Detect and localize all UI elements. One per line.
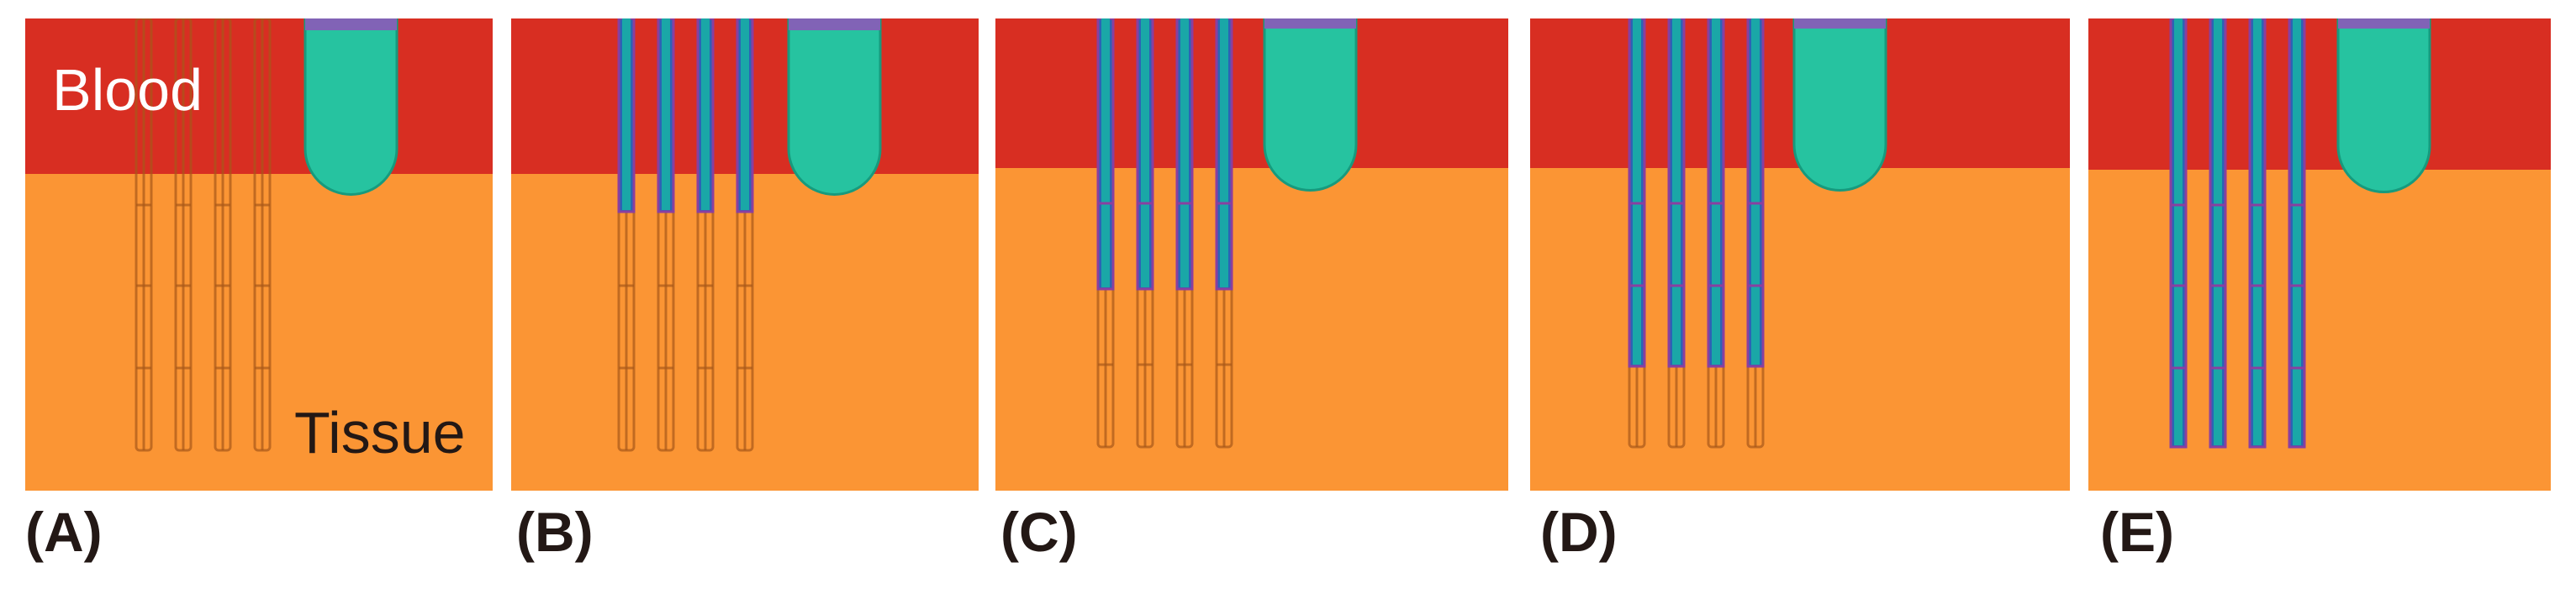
needle-fill [2169, 18, 2306, 449]
needle-3 [214, 18, 232, 452]
tissue-region [2088, 170, 2551, 491]
tissue-region [1530, 168, 2070, 491]
reservoir [304, 18, 399, 196]
needle-fill [1096, 18, 1233, 291]
panel-label-c: (C) [1000, 501, 1078, 563]
needle-fill [1628, 18, 1765, 368]
panel-a [25, 18, 493, 491]
panel-label-a: (A) [25, 501, 103, 563]
blood-region [2088, 18, 2551, 170]
needle-2 [174, 18, 193, 452]
needle-fill [617, 18, 754, 213]
tissue-region [995, 168, 1508, 491]
reservoir [2336, 18, 2431, 193]
needle-4 [253, 18, 272, 452]
needle-1 [135, 18, 153, 452]
panel-b [511, 18, 979, 491]
panel-a-diagram [25, 18, 493, 491]
tissue-label: Tissue [294, 400, 466, 465]
needle-array [135, 18, 272, 452]
panel-b-diagram [511, 18, 979, 491]
panel-d-diagram [1530, 18, 2070, 491]
blood-region [25, 18, 493, 174]
reservoir [1263, 18, 1358, 192]
needle-array [617, 18, 754, 452]
reservoir [1792, 18, 1887, 192]
needle-array [2169, 18, 2306, 449]
panel-d [1530, 18, 2070, 491]
panel-e [2088, 18, 2551, 491]
panel-label-b: (B) [516, 501, 594, 563]
blood-region [995, 18, 1508, 168]
needle-array [1096, 18, 1233, 449]
panel-e-diagram [2088, 18, 2551, 491]
needle-array [1628, 18, 1765, 449]
panel-label-e: (E) [2100, 501, 2174, 563]
reservoir [787, 18, 882, 196]
panel-c [995, 18, 1508, 491]
panel-label-d: (D) [1540, 501, 1618, 563]
panel-c-diagram [995, 18, 1508, 491]
tissue-region [25, 174, 493, 491]
blood-label: Blood [52, 57, 203, 123]
